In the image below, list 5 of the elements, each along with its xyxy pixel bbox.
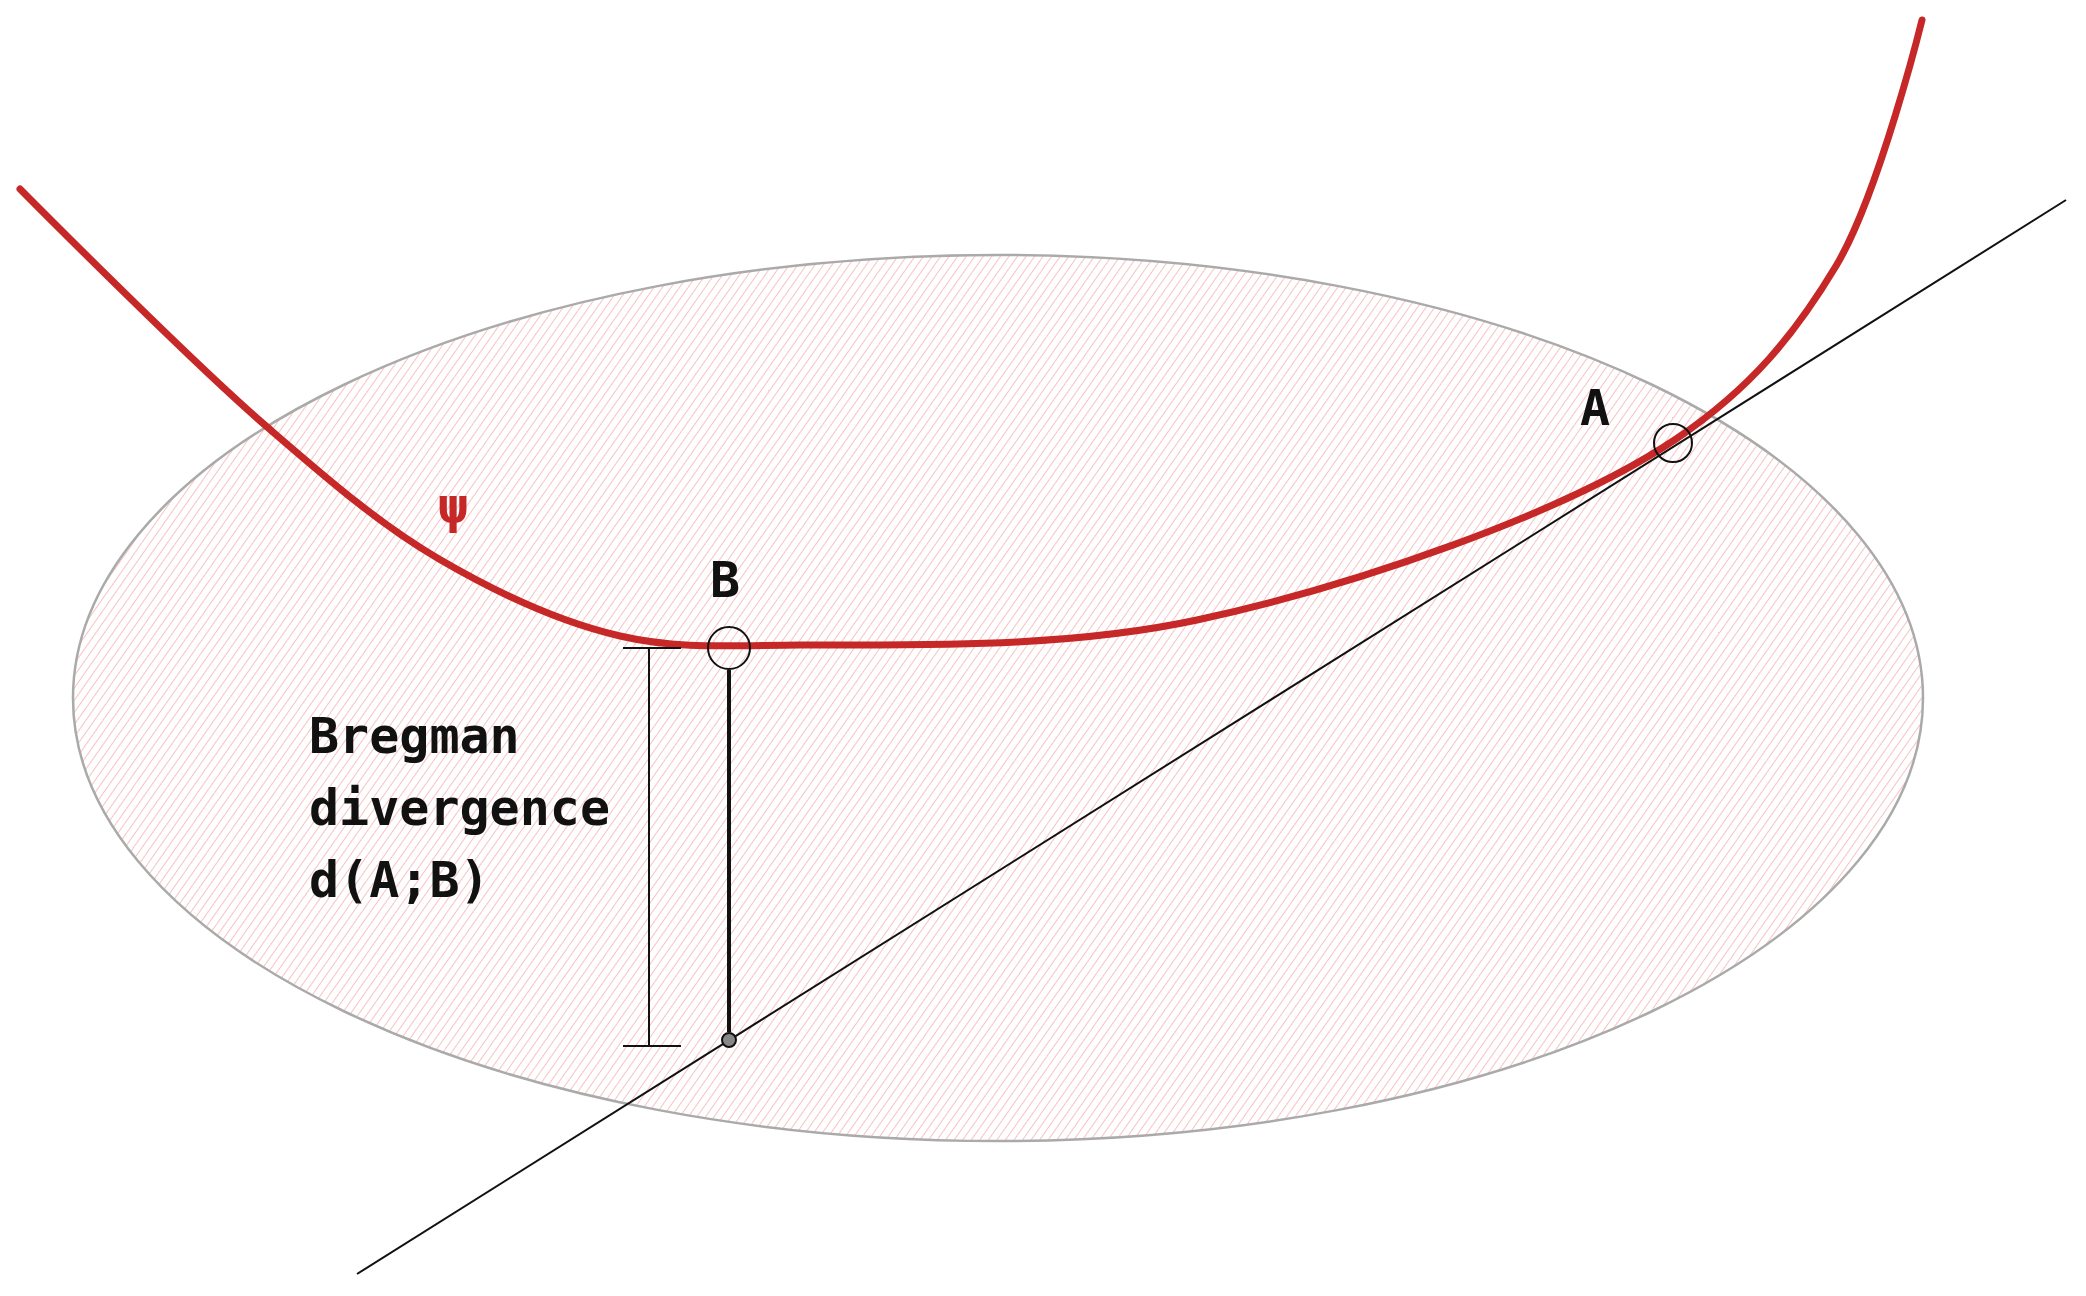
point-label: A xyxy=(1580,378,1611,438)
function-label: ψ xyxy=(438,476,470,537)
annotation-text: Bregman divergence d(A;B) xyxy=(309,706,612,911)
point-label: B xyxy=(710,550,741,610)
connector-line xyxy=(727,670,731,1032)
